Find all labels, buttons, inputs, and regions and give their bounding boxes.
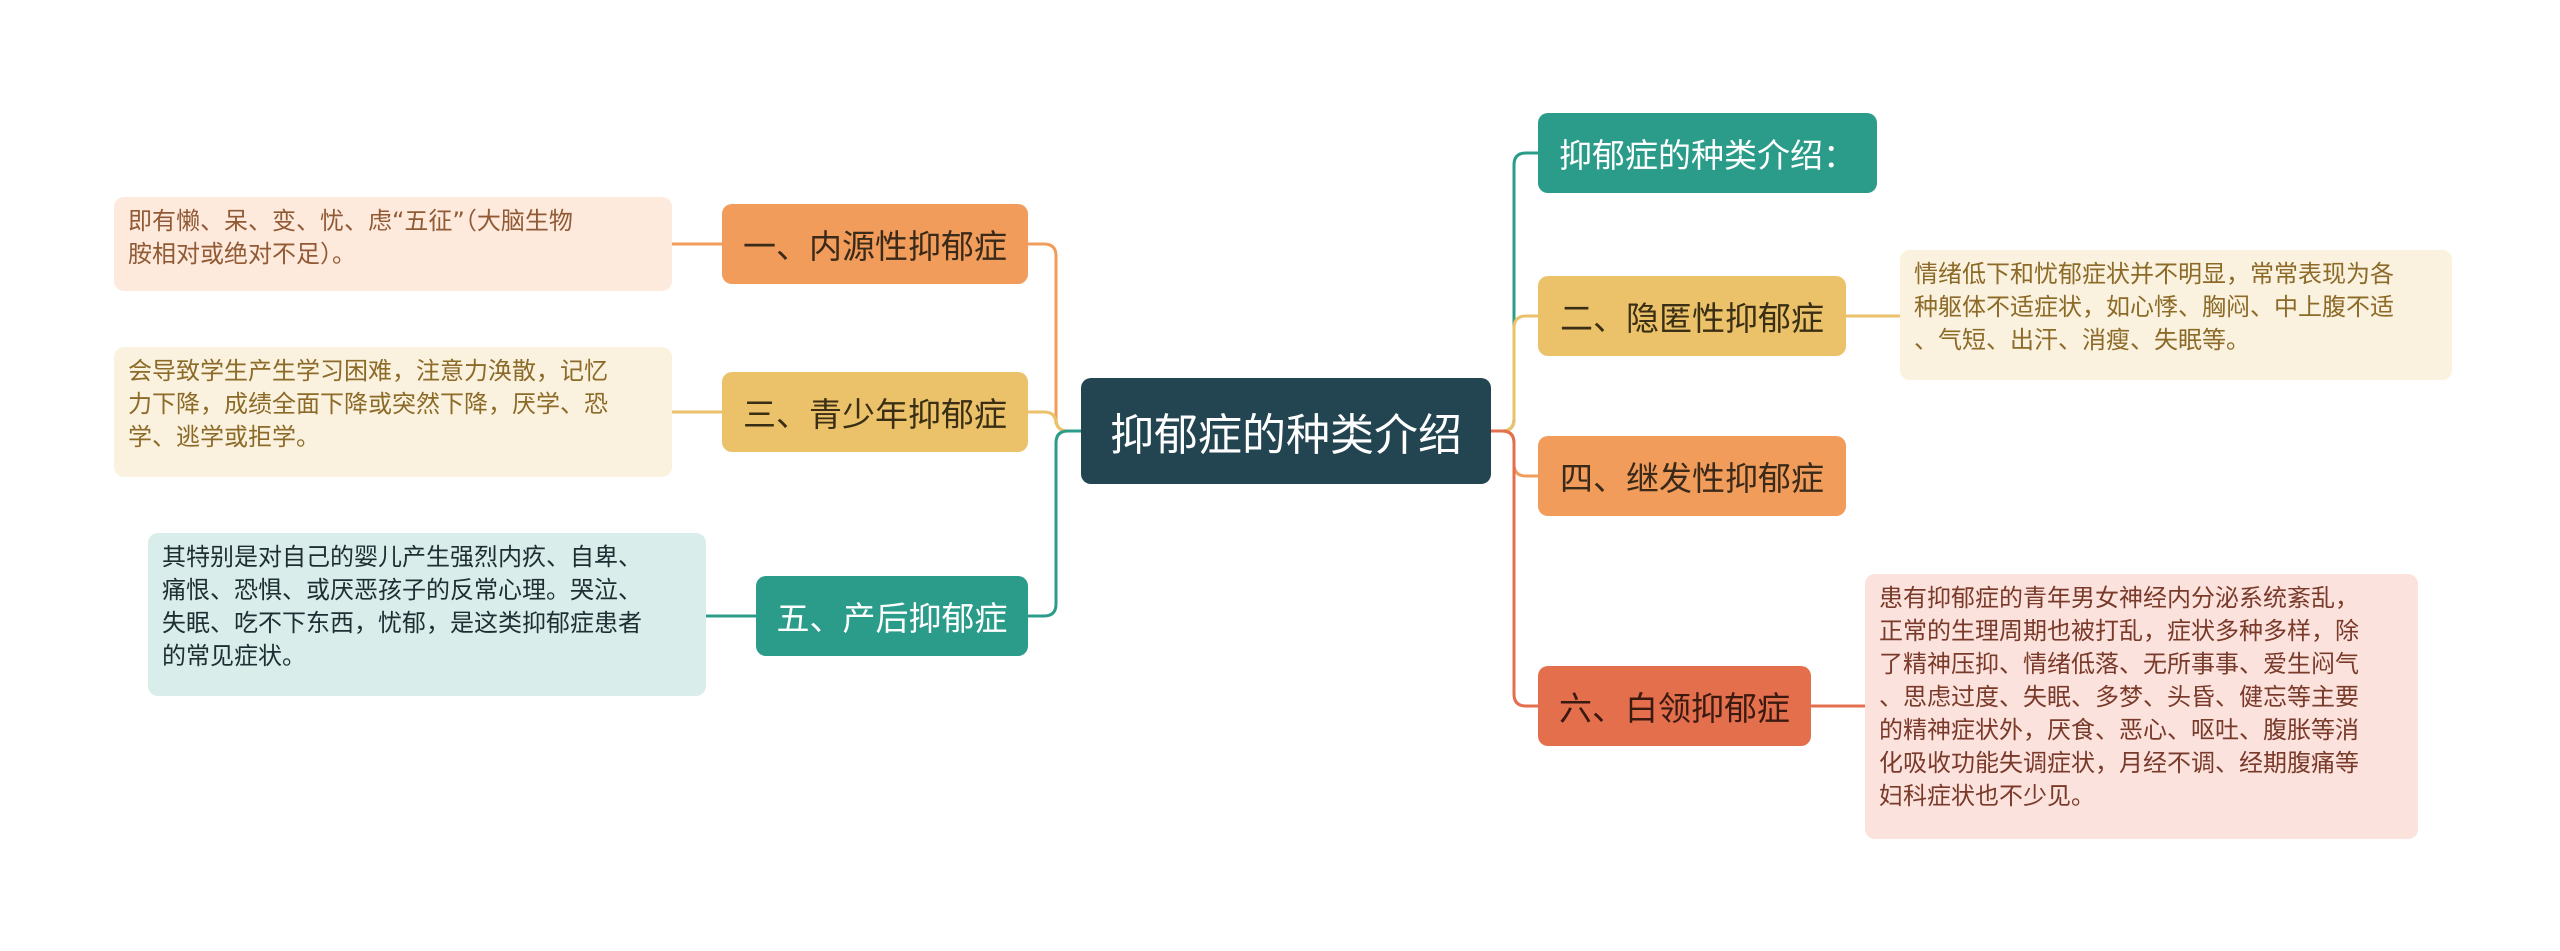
root-topic[interactable]: 抑郁症的种类介绍 — [1081, 378, 1491, 484]
desc-type2-masked[interactable]: 情绪低下和忧郁症状并不明显，常常表现为各 种躯体不适症状，如心悸、胸闷、中上腹不… — [1900, 250, 2452, 380]
intro-topic[interactable]: 抑郁症的种类介绍： — [1538, 113, 1877, 193]
topic-type6-white-collar[interactable]: 六、白领抑郁症 — [1538, 666, 1811, 746]
topic-type4-secondary[interactable]: 四、继发性抑郁症 — [1538, 436, 1846, 516]
desc-type5-postpartum[interactable]: 其特别是对自己的婴儿产生强烈内疚、自卑、 痛恨、恐惧、或厌恶孩子的反常心理。哭泣… — [148, 533, 706, 696]
topic-type2-masked[interactable]: 二、隐匿性抑郁症 — [1538, 276, 1846, 356]
desc-type3-adolescent[interactable]: 会导致学生产生学习困难，注意力涣散，记忆 力下降，成绩全面下降或突然下降，厌学、… — [114, 347, 672, 477]
connector-root-to-type1 — [1028, 242, 1081, 433]
topic-type5-postpartum[interactable]: 五、产后抑郁症 — [756, 576, 1028, 656]
desc-type6-white-collar[interactable]: 患有抑郁症的青年男女神经内分泌系统紊乱， 正常的生理周期也被打乱，症状多种多样，… — [1865, 574, 2418, 839]
topic-type1-endogenous[interactable]: 一、内源性抑郁症 — [722, 204, 1028, 284]
connector-root-to-type6 — [1491, 429, 1538, 708]
topic-type3-adolescent[interactable]: 三、青少年抑郁症 — [722, 372, 1028, 452]
connector-root-to-type3 — [1028, 410, 1081, 433]
connector-root-to-type5 — [1028, 429, 1081, 618]
desc-type1-endogenous[interactable]: 即有懒、呆、变、忧、虑“五征”（大脑生物 胺相对或绝对不足）。 — [114, 197, 672, 291]
connector-root-to-type2 — [1491, 314, 1538, 433]
